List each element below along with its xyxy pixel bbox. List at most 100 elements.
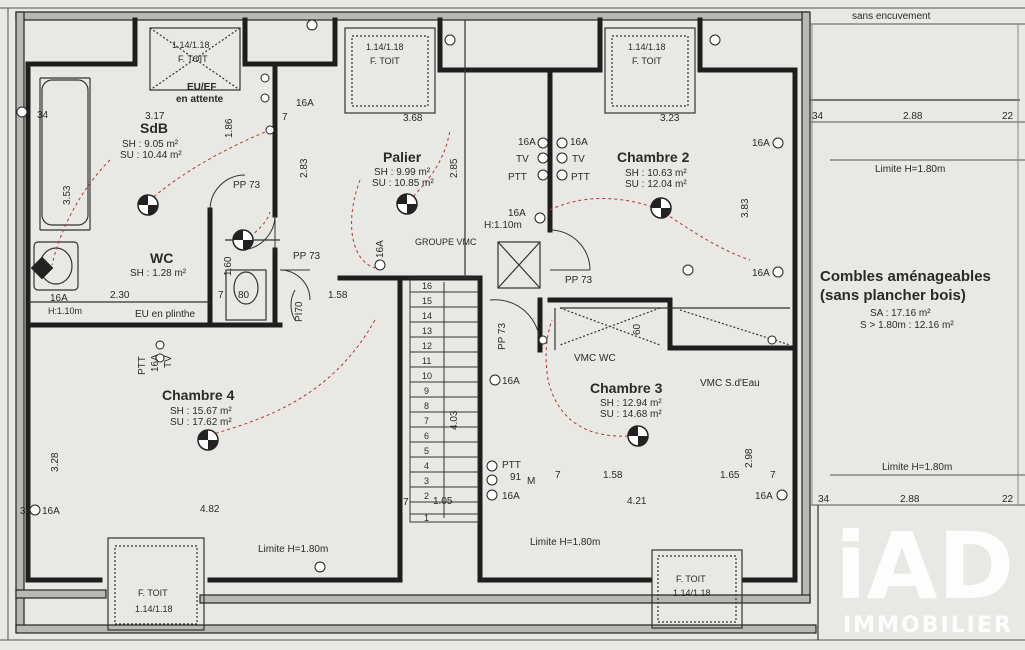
dimension: 34 [37,110,49,121]
circuit-label: 16A [502,491,520,502]
dimension: 3.83 [740,198,751,218]
room-sh-chambre3: SH : 12.94 m² [600,398,662,409]
roof-window-label: F. TOIT [632,56,662,66]
stair-step: 3 [424,476,429,486]
room-sh-chambre2: SH : 10.63 m² [625,168,687,179]
dimension: 7 [282,112,288,123]
ceiling-light [232,229,254,251]
outlet-icon [772,137,784,149]
circuit-label: 16A [752,138,770,149]
outlet-icon [538,335,548,345]
outlet-icon [155,353,165,363]
dimension: 91 [510,472,522,483]
roof-window-label: F. TOIT [138,588,168,598]
outlet-icon [556,169,568,181]
electrical-wiring [51,129,751,437]
outlets [16,19,788,573]
brand-logo: iAD IMMOBILIER [835,513,1014,638]
dimension: 4.21 [627,496,647,507]
dimension: 60 [632,323,643,335]
roof-window-size: 1.14/1.18 [366,42,404,52]
note-limite-2: Limite H=1.80m [882,462,952,473]
door-label: PP 73 [233,180,260,191]
door-labels: PP 73 PP 73 PP 73 PI70 PP 73 [233,180,592,350]
dimension: 1.05 [433,496,453,507]
stair-step: 7 [424,416,429,426]
outlet-icon [767,335,777,345]
note-eu-ef: EU/EF [187,82,216,93]
outlet-icon [29,504,41,516]
room-sh-sdb: SH : 9.05 m² [122,139,179,150]
stair-step: 15 [422,296,432,306]
stair-step: 4 [424,461,429,471]
roof-window-label: F. TOIT [178,54,208,64]
note-h110-wc: H:1.10m [48,306,82,316]
dimension: 34 [818,494,830,505]
dimension: 34 [20,506,32,517]
stair-step: 12 [422,341,432,351]
dimension: 3.23 [660,113,680,124]
outlet-icon [776,489,788,501]
dimension: 2.88 [903,111,923,122]
outlet-icon [537,169,549,181]
room-sh-wc: SH : 1.28 m² [130,268,187,279]
stair-step: 10 [422,371,432,381]
circuit-label: M [527,476,535,487]
circuit-label: 16A [296,98,314,109]
dimension: 1.65 [720,470,740,481]
dimension: 3.17 [145,111,165,122]
stair-step: 13 [422,326,432,336]
room-sh-palier: SH : 9.99 m² [374,167,431,178]
ceiling-light [137,194,159,216]
dimension: 7 [403,497,409,508]
circuit-label: PTT [502,460,521,471]
stair-step: 2 [424,491,429,501]
ceiling-light [627,425,649,447]
roof-window-size: 1.14/1.18 [172,40,210,50]
circuit-label: 16A [50,293,68,304]
room-sh-chambre4: SH : 15.67 m² [170,406,232,417]
circuit-label: 16A [508,208,526,219]
dimension: 1.86 [224,118,235,138]
bathroom-fixtures [33,79,267,321]
stair-step: 9 [424,386,429,396]
note-limite-4: Limite H=1.80m [530,537,600,548]
stair-step: 1 [424,513,429,523]
door-label: PI70 [294,301,305,322]
circuit-label: PTT [137,356,148,375]
circuit-label: PTT [571,172,590,183]
roof-window-label: F. TOIT [676,574,706,584]
dimension: 1.58 [603,470,623,481]
door-swings [209,174,591,346]
dimension: 3.28 [50,452,61,472]
dimension: 4.82 [200,504,220,515]
stair-step-numbers: 16 15 14 13 12 11 10 9 8 7 6 5 4 3 2 1 [422,281,432,523]
roof-window-size: 1.14/1.18 [135,604,173,614]
ceiling-light [197,429,219,451]
outlet-icon [260,73,270,83]
combles-sa: SA : 17.16 m² [870,308,931,319]
door-label: PP 73 [565,275,592,286]
room-name-chambre4: Chambre 4 [162,387,235,403]
note-eu-plinthe: EU en plinthe [135,309,195,320]
circuit-label: 16A [42,506,60,517]
outlet-icon [486,474,498,486]
circuit-label: 16A [150,354,161,372]
roof-window-label: F. TOIT [370,56,400,66]
outlet-icon [772,266,784,278]
dimension: 22 [1002,111,1014,122]
outlet-icon [556,152,568,164]
outlet-icon [314,561,326,573]
stair-step: 6 [424,431,429,441]
room-labels: SdB SH : 9.05 m² SU : 10.44 m² WC SH : 1… [120,120,991,428]
door-label: PP 73 [497,323,508,350]
outlet-icon [486,489,498,501]
dimension: 7 [218,290,224,301]
note-groupe-vmc: GROUPE VMC [415,237,477,247]
outlet-icon [709,34,721,46]
room-su-sdb: SU : 10.44 m² [120,150,182,161]
stair-step: 11 [422,356,431,366]
circuit-label: 16A [518,137,536,148]
stair-step: 8 [424,401,429,411]
ceiling-light [396,193,418,215]
